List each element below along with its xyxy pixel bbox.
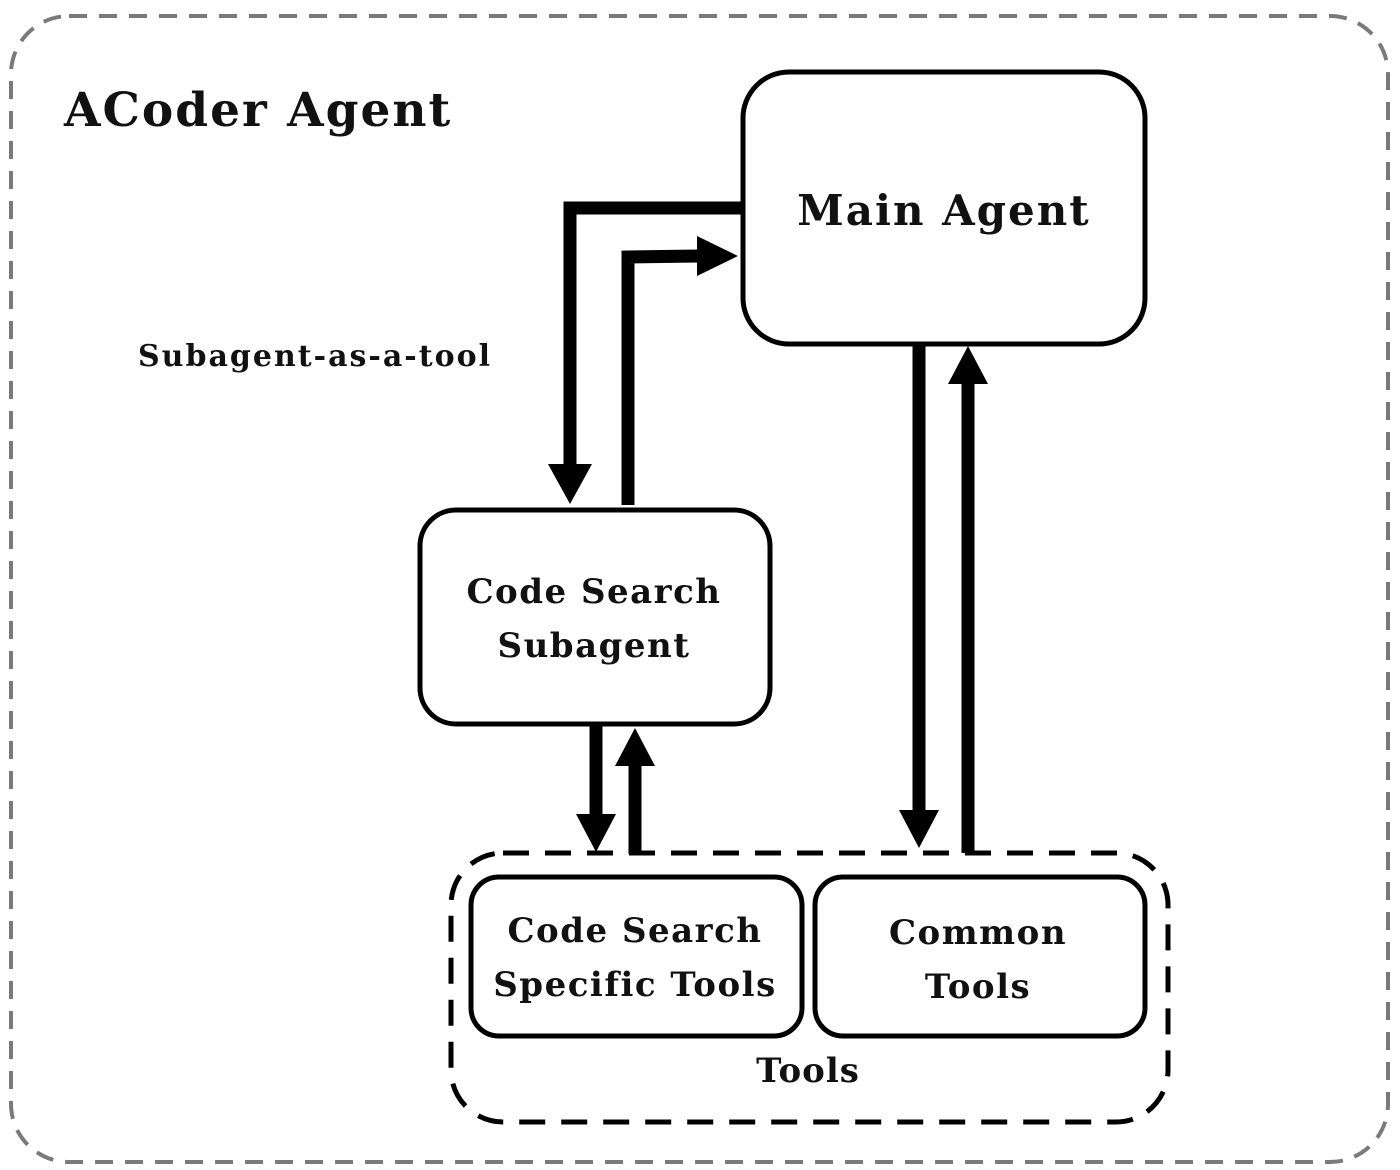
common-tools-label-line1: Common xyxy=(889,913,1067,953)
common-tools-node: Common Tools xyxy=(812,874,1148,1039)
arrow-main-to-common-tools xyxy=(899,344,939,848)
arrow-subagent-to-cs-tools xyxy=(576,724,616,852)
tools-group-border xyxy=(448,850,1171,1125)
acoder-agent-frame: ACoder Agent xyxy=(9,14,1390,1164)
arrow-cs-tools-to-subagent-head xyxy=(615,728,655,766)
code-search-specific-tools-box xyxy=(468,874,805,1039)
arrow-main-to-subagent-head xyxy=(548,464,592,504)
tools-group: Tools xyxy=(448,850,1171,1125)
main-agent-label: Main Agent xyxy=(797,186,1090,235)
arrow-main-to-subagent xyxy=(548,201,743,504)
arrow-common-tools-to-main xyxy=(948,346,988,853)
arrow-main-to-subagent-line xyxy=(563,201,743,466)
tools-group-label: Tools xyxy=(756,1051,860,1091)
arrow-subagent-to-cs-tools-head xyxy=(576,814,616,852)
code-search-subagent-label-line1: Code Search xyxy=(466,572,721,612)
acoder-agent-title: ACoder Agent xyxy=(63,83,452,138)
common-tools-box xyxy=(812,874,1148,1039)
acoder-agent-frame-border xyxy=(9,14,1390,1164)
main-agent-node: Main Agent xyxy=(740,69,1148,347)
arrow-cs-tools-to-subagent xyxy=(615,728,655,854)
code-search-subagent-box xyxy=(417,507,773,727)
code-search-specific-tools-label-line1: Code Search xyxy=(507,911,762,951)
arrow-main-to-common-tools-head xyxy=(899,810,939,848)
arrow-common-tools-to-main-head xyxy=(948,346,988,384)
code-search-specific-tools-node: Code Search Specific Tools xyxy=(468,874,805,1039)
code-search-subagent-label-line2: Subagent xyxy=(498,626,691,666)
arrow-subagent-to-main-head xyxy=(697,236,738,276)
common-tools-label-line2: Tools xyxy=(925,967,1031,1007)
subagent-as-a-tool-label: Subagent-as-a-tool xyxy=(138,339,492,374)
arrow-subagent-to-main-line xyxy=(621,249,699,505)
code-search-subagent-node: Code Search Subagent xyxy=(417,507,773,727)
arrow-subagent-to-main xyxy=(621,236,738,505)
code-search-specific-tools-label-line2: Specific Tools xyxy=(493,965,776,1005)
